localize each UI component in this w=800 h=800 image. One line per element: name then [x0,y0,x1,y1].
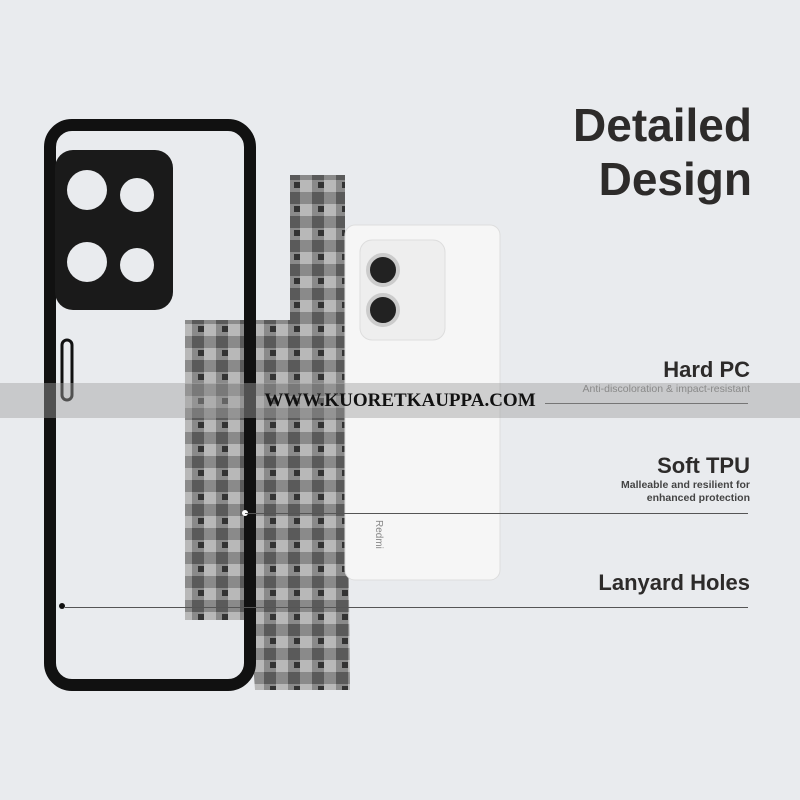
feature-sub: Malleable and resilient for [621,479,750,491]
feature-sub: Anti-discoloration & impact-resistant [582,383,750,395]
watermark-band [0,383,800,418]
phone-back: Redmi [344,224,501,581]
feature-heading: Lanyard Holes [598,570,750,595]
callout-line [245,513,748,514]
title-line-1: Detailed [573,99,752,151]
title-line-2: Design [598,153,752,205]
phone-brand: Redmi [373,520,384,549]
callout-line [545,403,748,404]
feature-hard-pc: Hard PC Anti-discoloration & impact-resi… [583,357,750,396]
feature-heading: Soft TPU [657,453,750,478]
feature-sub: enhanced protection [646,492,750,504]
page-title: Detailed Design [573,98,752,206]
hard-pc-frame [44,119,256,691]
feature-lanyard-holes: Lanyard Holes [598,570,750,596]
feature-heading: Hard PC [663,357,750,382]
watermark-text: WWW.KUORETKAUPPA.COM [264,390,536,411]
callout-line [65,607,748,608]
camo-insert [185,175,350,690]
feature-soft-tpu: Soft TPU Malleable and resilient for enh… [621,453,750,505]
